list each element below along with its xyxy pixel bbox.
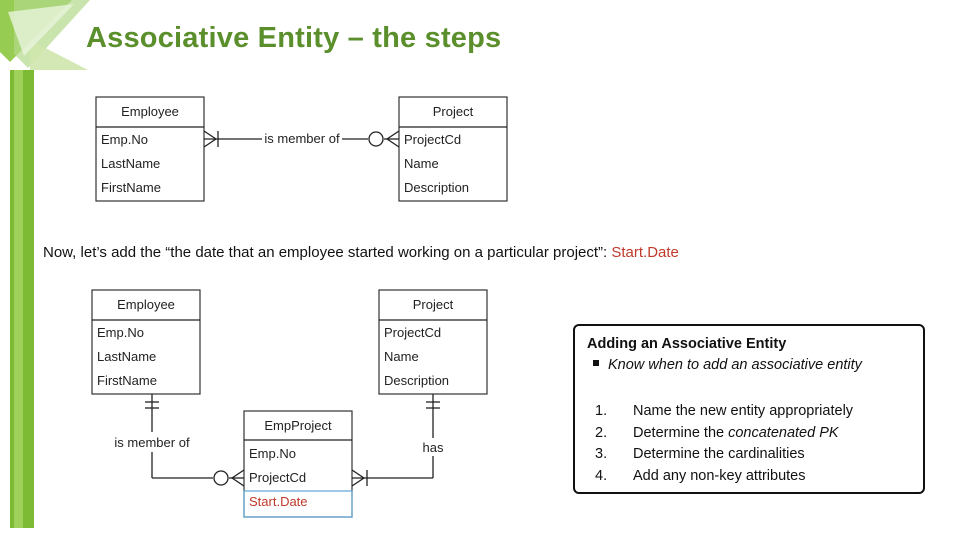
list-item: 4. Add any non-key attributes (595, 466, 853, 488)
entity-title: EmpProject (264, 418, 332, 433)
step-number: 1. (595, 403, 608, 419)
callout-bullet-text: Know when to add an associative entity (608, 357, 862, 373)
entity-attribute: LastName (97, 349, 156, 364)
entity-attribute: ProjectCd (404, 132, 461, 147)
step-number: 3. (595, 446, 608, 462)
step-text: Add any non-key attributes (633, 467, 806, 484)
steps-list: 1. Name the new entity appropriately 2. De… (595, 401, 853, 487)
step-text: Determine the cardinalities (633, 446, 805, 462)
entity-attribute: ProjectCd (249, 470, 306, 485)
slide-title: Associative Entity – the steps (86, 22, 502, 54)
instruction-highlight: Start.Date (611, 244, 679, 261)
relationship-line-left: is member of (114, 394, 245, 487)
steps-callout: Adding an Associative Entity Know when t… (573, 324, 925, 494)
callout-bullet: Know when to add an associative entity (593, 357, 862, 373)
entity-attribute: Description (384, 373, 449, 388)
entity-title: Employee (117, 297, 175, 312)
erd-bottom: Employee Emp.No LastName FirstName Proje… (91, 289, 488, 518)
entity-empproject: EmpProject Emp.No ProjectCd Start.Date (243, 410, 353, 518)
list-item: 2. Determine the concatenated PK (595, 423, 853, 445)
step-text: Determine the (633, 424, 729, 441)
entity-attribute: FirstName (97, 373, 157, 388)
entity-project-bottom: Project ProjectCd Name Description (378, 289, 488, 395)
relationship-line-right: has (351, 394, 444, 487)
entity-attribute: Name (404, 156, 439, 171)
entity-attribute-new: Start.Date (249, 494, 308, 509)
instruction-text: Now, let’s add the “the date that an emp… (43, 244, 679, 261)
relationship-label: has (423, 440, 444, 455)
entity-attribute: Emp.No (101, 132, 148, 147)
step-number: 2. (595, 424, 608, 441)
entity-attribute: Emp.No (97, 325, 144, 340)
step-text: Name the new entity appropriately (633, 403, 854, 419)
entity-attribute: FirstName (101, 180, 161, 195)
entity-attribute: LastName (101, 156, 160, 171)
entity-employee-top: Employee Emp.No LastName FirstName (95, 96, 205, 202)
entity-attribute: Description (404, 180, 469, 195)
relationship-label: is member of (114, 435, 190, 450)
entity-attribute: Name (384, 349, 419, 364)
relationship-line-top: is member of (203, 130, 400, 148)
instruction-main: Now, let’s add the “the date that an emp… (43, 244, 612, 261)
entity-employee-bottom: Employee Emp.No LastName FirstName (91, 289, 201, 395)
entity-attribute: Emp.No (249, 446, 296, 461)
entity-title: Project (433, 104, 474, 119)
erd-top: Employee Emp.No LastName FirstName Proje… (95, 96, 508, 202)
entity-project-top: Project ProjectCd Name Description (398, 96, 508, 202)
entity-title: Project (413, 297, 454, 312)
entity-attribute: ProjectCd (384, 325, 441, 340)
step-number: 4. (595, 467, 608, 484)
relationship-label: is member of (264, 131, 340, 146)
list-item: 3. Determine the cardinalities (595, 444, 853, 466)
entity-title: Employee (121, 104, 179, 119)
step-text-italic: concatenated PK (728, 424, 839, 441)
list-item: 1. Name the new entity appropriately (595, 401, 853, 423)
square-bullet-icon (593, 360, 599, 367)
callout-heading: Adding an Associative Entity (587, 336, 787, 352)
slide-accent-decoration (0, 0, 90, 528)
